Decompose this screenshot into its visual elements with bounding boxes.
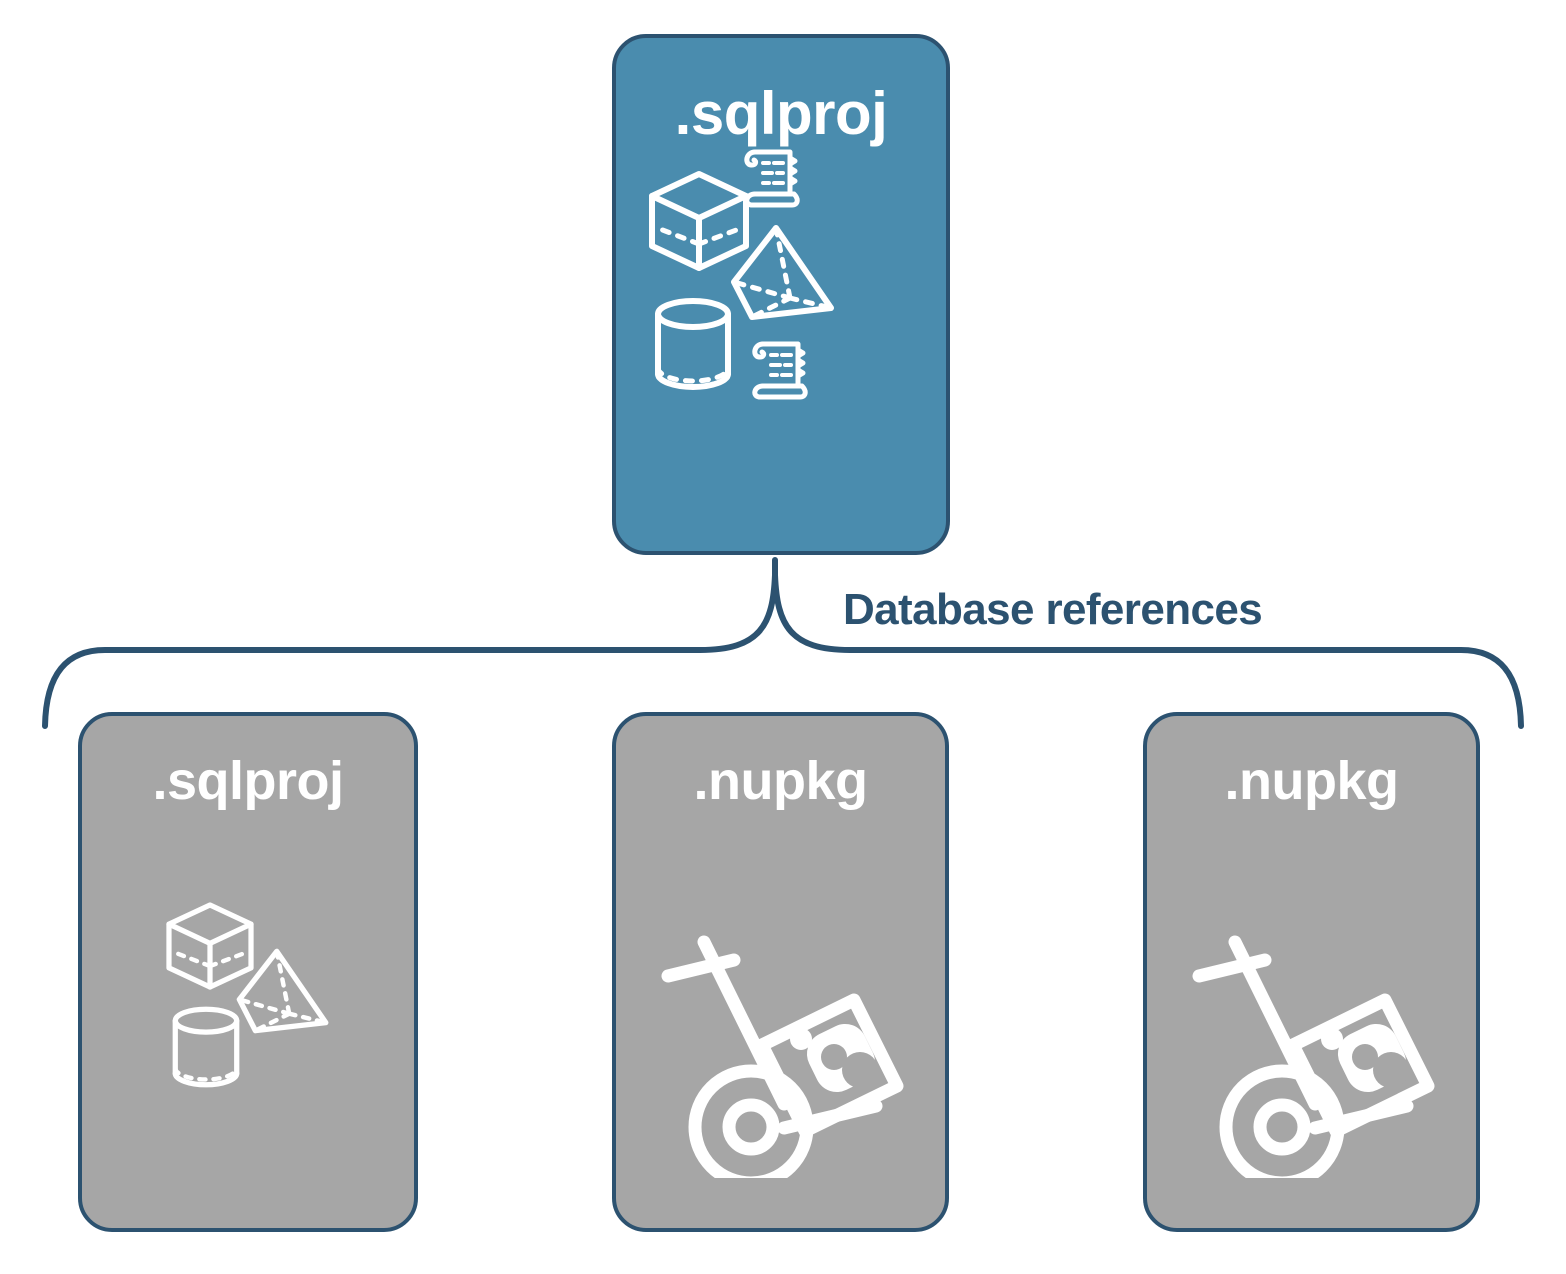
connector-label: Database references (843, 585, 1263, 634)
pyramid-icon (236, 948, 329, 1034)
node-root-artwork (616, 144, 946, 551)
hand-truck-package-icon (1192, 935, 1435, 1178)
node-root-title: .sqlproj (674, 80, 888, 147)
node-reference-nupkg-2[interactable]: .nupkg (1143, 712, 1480, 1232)
node-reference-nupkg-1-title: .nupkg (693, 751, 868, 811)
node-reference-nupkg-1-artwork (616, 808, 945, 1228)
node-reference-sqlproj-artwork (82, 808, 414, 1228)
node-root-sqlproj[interactable]: .sqlproj (612, 34, 950, 555)
node-reference-nupkg-2-title: .nupkg (1224, 751, 1399, 811)
cube-icon (166, 902, 254, 990)
node-reference-nupkg-1[interactable]: .nupkg (612, 712, 949, 1232)
cube-icon (649, 171, 749, 271)
cylinder-icon (655, 298, 731, 390)
node-reference-sqlproj[interactable]: .sqlproj (78, 712, 418, 1232)
node-reference-nupkg-2-artwork (1147, 808, 1476, 1228)
scroll-icon (744, 149, 800, 208)
pyramid-icon (731, 225, 834, 320)
scroll-icon (752, 341, 808, 400)
hand-truck-package-icon (661, 935, 904, 1178)
cylinder-icon (172, 1006, 240, 1088)
node-reference-sqlproj-title: .sqlproj (152, 751, 344, 811)
